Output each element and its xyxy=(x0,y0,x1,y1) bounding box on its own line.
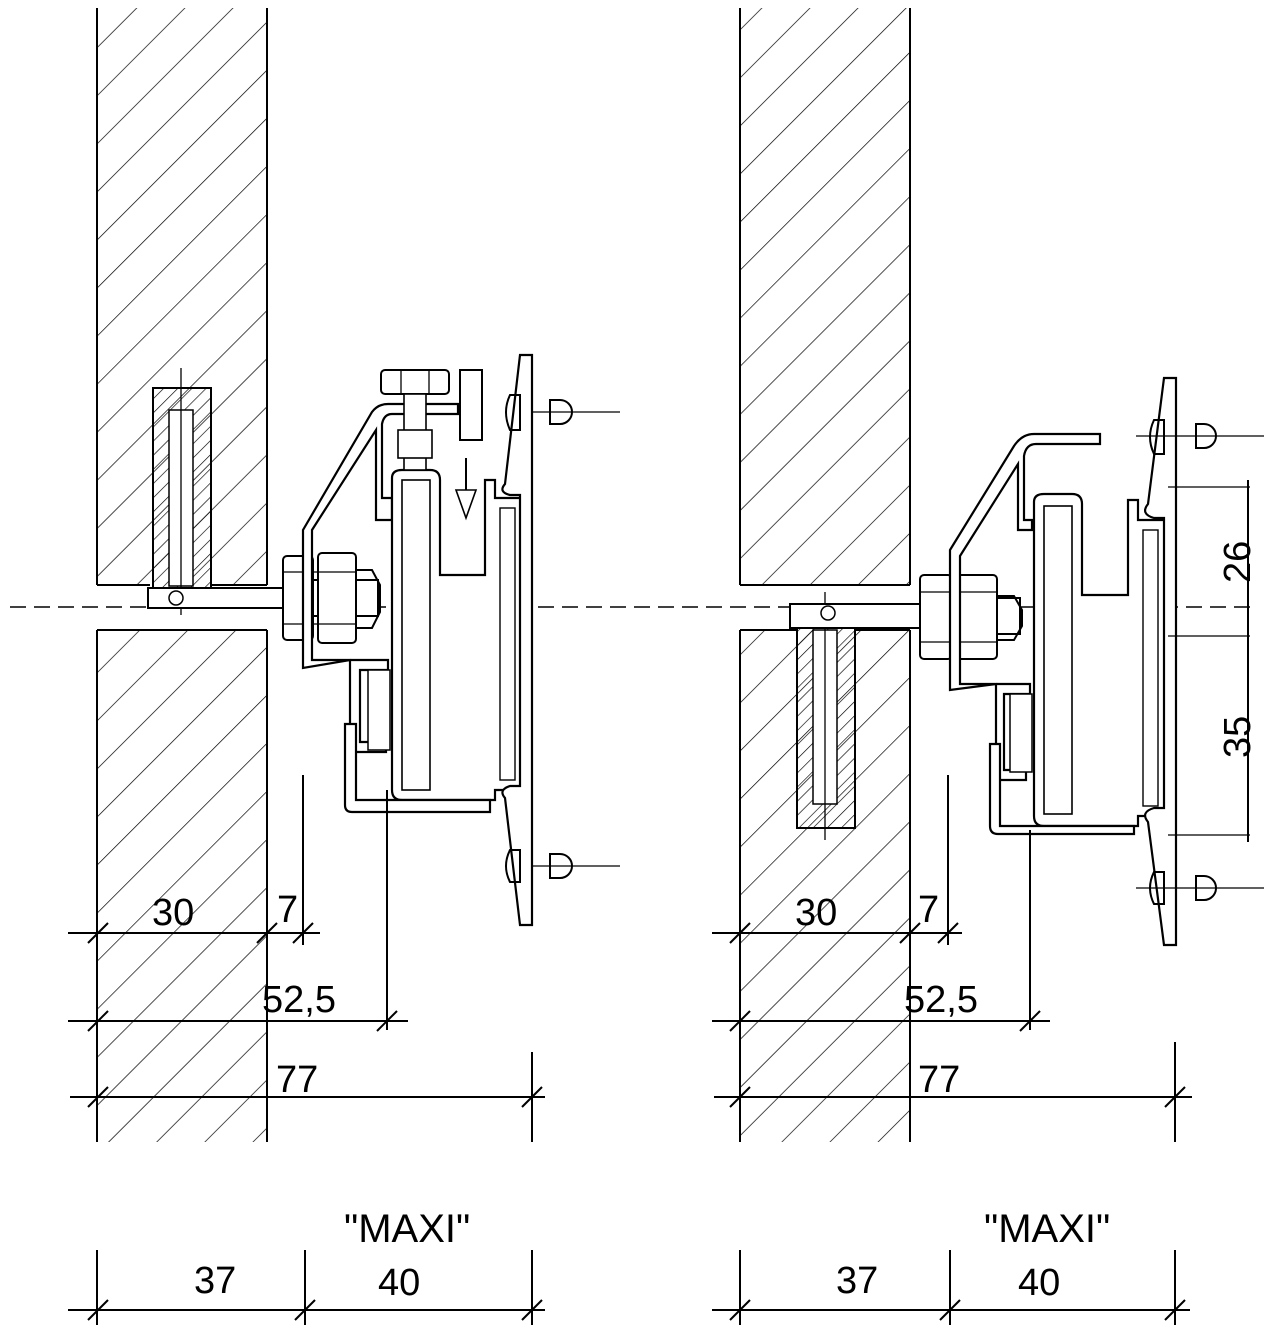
arrow-down-icon xyxy=(454,489,478,521)
dim-26: 26 xyxy=(1217,541,1259,583)
cladding-panel xyxy=(501,353,534,927)
anchor-plate xyxy=(789,603,927,629)
dim-7: 7 xyxy=(277,889,298,931)
dim-40: 40 xyxy=(378,1262,420,1304)
nut-2 xyxy=(317,552,357,644)
bracket-profile xyxy=(301,402,460,754)
dim-52-5: 52,5 xyxy=(904,979,978,1021)
dim-30: 30 xyxy=(152,892,194,934)
nut-2 xyxy=(956,574,998,660)
dim-37: 37 xyxy=(194,1260,236,1302)
product-label: "MAXI" xyxy=(984,1207,1110,1251)
bracket-profile xyxy=(948,432,1102,782)
adjust-bolt-head xyxy=(380,369,450,395)
nut-1 xyxy=(919,574,953,660)
dim-77: 77 xyxy=(918,1059,960,1101)
carrier-rail xyxy=(390,468,526,802)
vertical-dimension xyxy=(1168,480,1250,842)
figure-left: 30 7 52,5 77 "MAXI" 37 40 xyxy=(68,8,620,1325)
dimension-lines xyxy=(712,775,1192,1325)
dim-30: 30 xyxy=(795,892,837,934)
wall-lower xyxy=(97,630,267,1142)
dim-77: 77 xyxy=(276,1059,318,1101)
carrier-rail xyxy=(1032,492,1170,828)
dim-7: 7 xyxy=(918,889,939,931)
cladding-panel xyxy=(1144,376,1178,947)
clip xyxy=(459,369,483,441)
dim-40: 40 xyxy=(1018,1262,1060,1304)
product-label: "MAXI" xyxy=(344,1207,470,1251)
dim-35: 35 xyxy=(1217,716,1259,758)
dim-52-5: 52,5 xyxy=(262,979,336,1021)
dim-37: 37 xyxy=(836,1260,878,1302)
figure-right: 26 35 30 7 52,5 77 " xyxy=(712,8,1264,1325)
dimension-lines xyxy=(68,775,545,1325)
wall-upper xyxy=(740,8,910,585)
